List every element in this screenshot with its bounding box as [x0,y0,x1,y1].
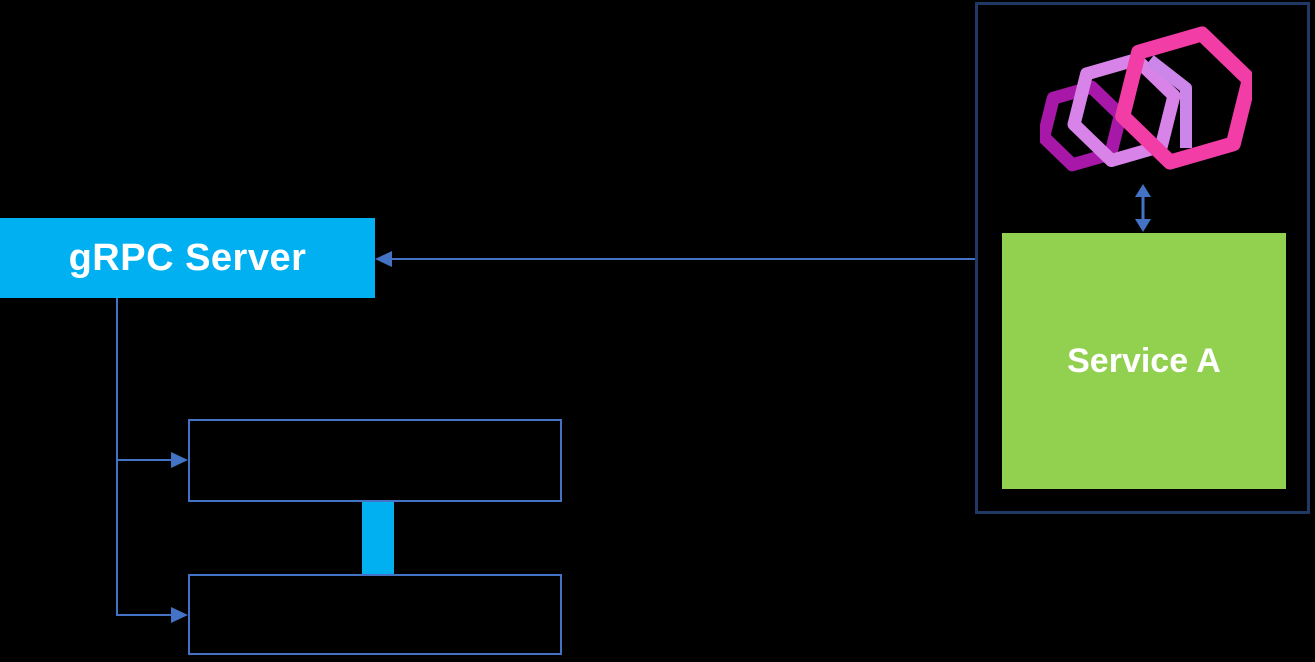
service-a-box: Service A [1002,233,1286,489]
empty-box-bottom [188,574,562,655]
up-down-arrow-icon [1135,184,1151,232]
connector-grpc-to-top-box-line [117,459,172,461]
hexagon-cluster-icon [1040,26,1252,172]
connector-grpc-to-bottom-box-line [117,614,172,616]
connector-service-to-grpc-arrowhead [375,251,392,267]
connector-grpc-trunk-line [116,298,118,616]
connector-grpc-to-top-box-arrowhead [171,452,188,468]
grpc-server-box: gRPC Server [0,218,375,298]
grpc-server-label: gRPC Server [68,236,307,279]
empty-box-top [188,419,562,502]
service-a-label: Service A [1067,341,1221,380]
service-group-container [975,2,1310,514]
thick-cyan-connector-bar [362,502,394,574]
connector-service-to-grpc-line [392,258,975,260]
connector-grpc-to-bottom-box-arrowhead [171,607,188,623]
